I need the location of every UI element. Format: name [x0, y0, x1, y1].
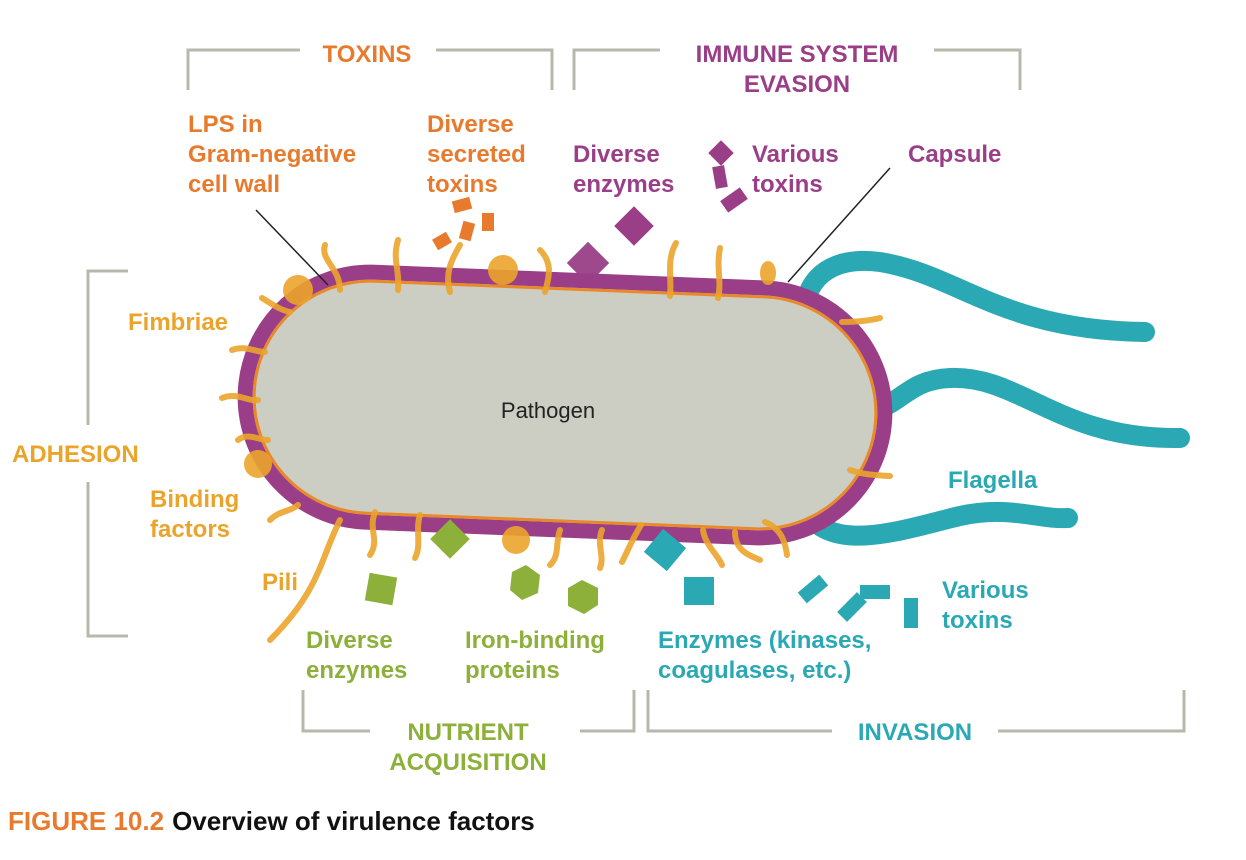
toxins-bracket	[186, 48, 554, 90]
label-capsule: Capsule	[908, 141, 1001, 168]
immune-bracket	[572, 48, 1022, 90]
nutrient-bracket	[301, 690, 636, 733]
figure-number: FIGURE 10.2	[8, 806, 165, 836]
invasion-shapes	[643, 528, 918, 628]
group-invasion: INVASION	[858, 719, 972, 746]
invasion-bracket	[646, 690, 1186, 733]
lps-leader-line	[255, 209, 329, 286]
label-invasion-enzymes: Enzymes (kinases,coagulases, etc.)	[658, 627, 871, 684]
label-flagella: Flagella	[948, 467, 1038, 494]
binding-factors	[244, 255, 776, 554]
capsule-leader-line	[787, 167, 891, 283]
figure-title: Overview of virulence factors	[172, 806, 535, 836]
group-toxins: TOXINS	[323, 41, 412, 68]
label-pathogen: Pathogen	[501, 398, 595, 423]
pili	[267, 517, 343, 643]
group-adhesion: ADHESION	[12, 441, 139, 468]
secreted-toxins-shapes	[432, 196, 494, 251]
adhesion-bracket	[86, 269, 128, 638]
fimbriae	[219, 237, 893, 643]
label-fimbriae: Fimbriae	[128, 309, 228, 336]
label-pili: Pili	[262, 569, 298, 596]
nutrient-shapes	[364, 519, 598, 614]
